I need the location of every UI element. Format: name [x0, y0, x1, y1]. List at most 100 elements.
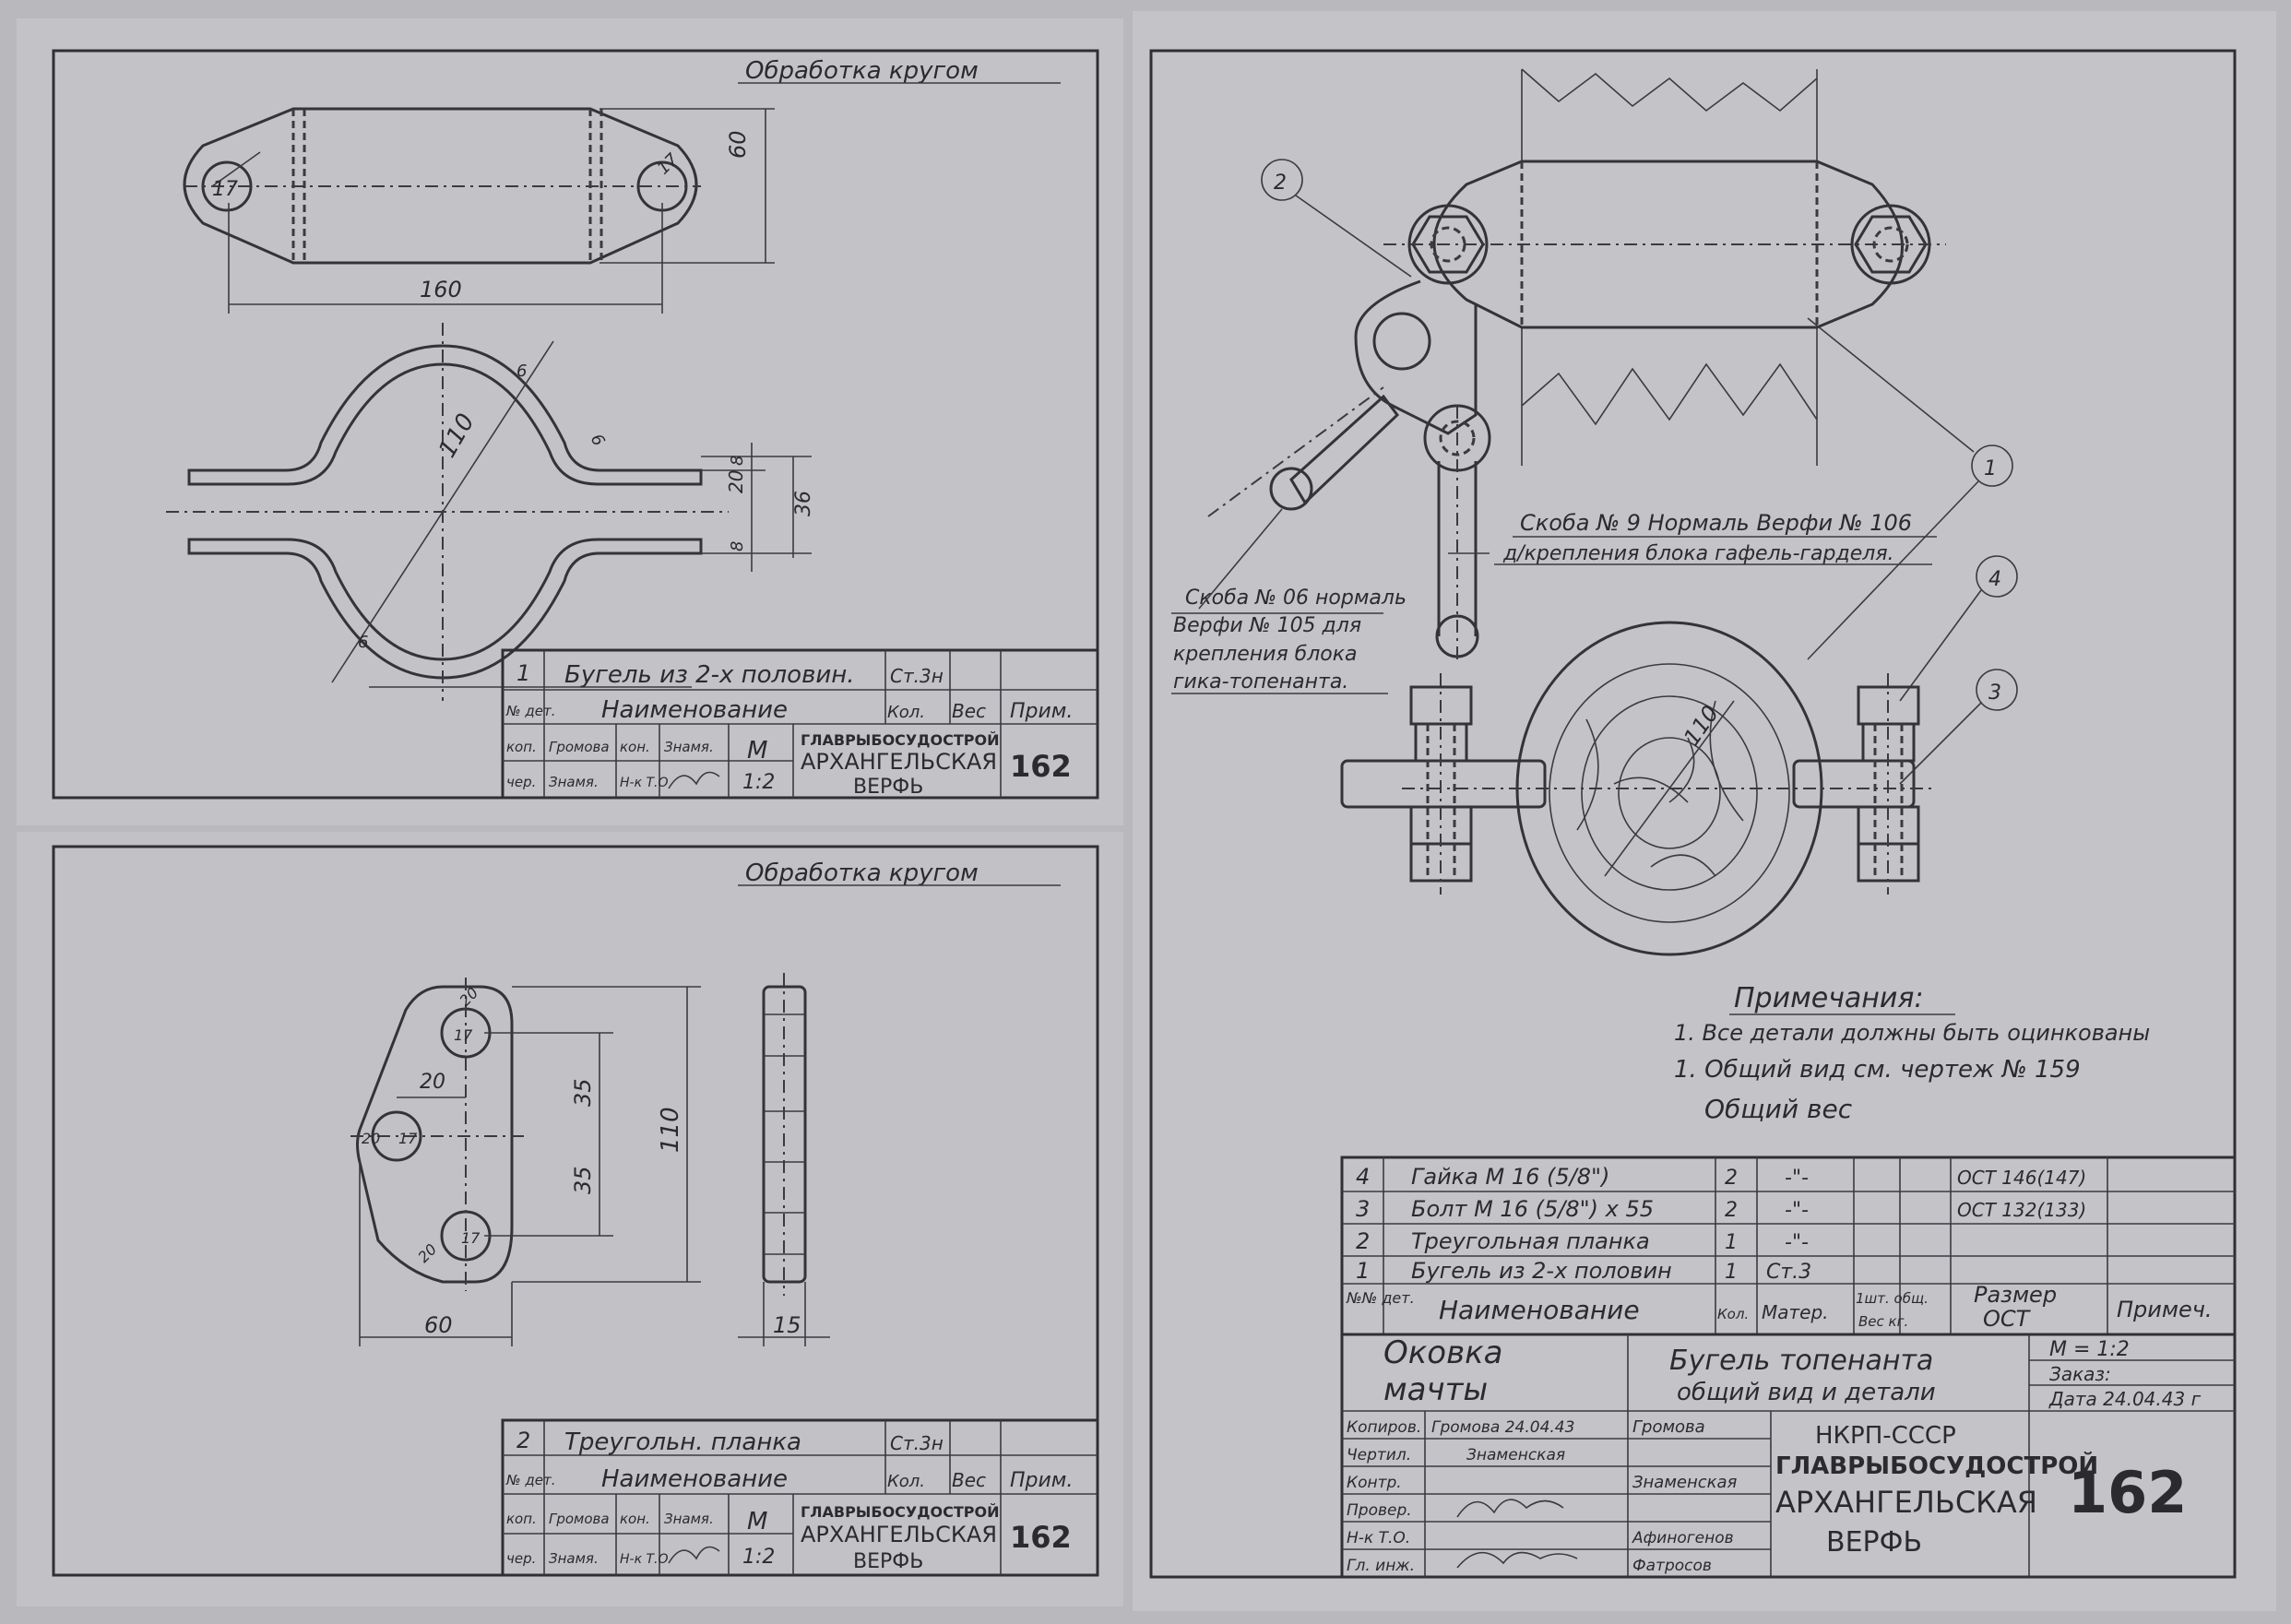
spec-row-4-name: Гайка М 16 (5/8")	[1411, 1164, 1609, 1190]
dim-plate-a: 35	[570, 1078, 596, 1107]
label-shackle6-a: Скоба № 06 нормаль	[1185, 587, 1407, 610]
label-shackle6-b: Верфи № 105 для	[1173, 614, 1361, 637]
org-0: НКРП-СССР	[1815, 1422, 1956, 1450]
dim-plate-d2: 20	[362, 1130, 380, 1147]
t1-cher: чер.	[506, 774, 536, 790]
spec-row-3-mat: -"-	[1785, 1199, 1809, 1222]
role-0: Копиров.	[1347, 1418, 1421, 1437]
t2-org1: ГЛАВРЫБОСУДОСТРОЙ	[801, 1503, 999, 1521]
sheet2-title-block: 2 Треугольн. планка Ст.3н № дет. Наимено…	[501, 1418, 1099, 1577]
spec-row-4-std: ОСТ 146(147)	[1957, 1167, 2086, 1189]
mast-break-bottom	[1521, 327, 1818, 466]
spec-row-1-name: Бугель из 2-х половин	[1411, 1258, 1672, 1284]
sign-5-scribble	[1456, 1551, 1578, 1569]
title-date: Дата 24.04.43 г	[2048, 1388, 2202, 1410]
t2-org2: АРХАНГЕЛЬСКАЯ	[801, 1522, 997, 1547]
t1-nk: Н-к Т.О	[620, 776, 669, 790]
callout-1	[1971, 445, 2013, 487]
t1-signature	[668, 771, 720, 789]
spec-head-name: Наименование	[1439, 1295, 1640, 1325]
role-5: Гл. инж.	[1347, 1557, 1415, 1575]
org-3: ВЕРФЬ	[1826, 1526, 1922, 1559]
dim-top-len: 160	[420, 277, 462, 302]
label-shackle9-a: Скоба № 9 Нормаль Верфи № 106	[1520, 510, 1912, 536]
t2-kop: коп.	[506, 1511, 537, 1527]
role-4: Н-к Т.О.	[1347, 1529, 1410, 1547]
main-title-block: Оковка мачты Бугель топенанта общий вид …	[1340, 1333, 2237, 1579]
t1-cher-name: Знамя.	[549, 774, 599, 790]
t1-kop: коп.	[506, 739, 537, 755]
dim-front-s3: 8	[728, 541, 747, 551]
spec-header: №№ дет. Наименование Кол. Матер. 1шт. об…	[1346, 1282, 2213, 1332]
spec-row-1-no: 1	[1356, 1258, 1370, 1284]
role-1: Чертил.	[1347, 1446, 1411, 1464]
spec-row-3-no: 3	[1356, 1196, 1370, 1222]
sheet3-general-view: 2 1 4 3 Скоба № 9 Нормаль Верфи № 106 д/…	[1149, 49, 2237, 1579]
callout-2	[1261, 159, 1303, 201]
dim-front-s4: 36	[792, 491, 815, 516]
spec-head-no: №№ дет.	[1346, 1289, 1415, 1307]
t1-scale-l: М	[747, 737, 767, 765]
t1-h-qty: Кол.	[887, 703, 925, 722]
t2-h-name: Наименование	[601, 1465, 788, 1493]
t2-row-no: 2	[516, 1428, 530, 1453]
spec-head-note: Примеч.	[2117, 1297, 2213, 1322]
sign-0: Громова 24.04.43	[1431, 1418, 1574, 1437]
name-5: Фатросов	[1632, 1557, 1712, 1575]
sheet2-note: Обработка кругом	[745, 859, 979, 887]
spec-row-2-no: 2	[1356, 1228, 1370, 1254]
t1-h-no: № дет.	[505, 703, 555, 719]
callout-3	[1976, 669, 2018, 711]
spec-row-1: 1 Бугель из 2-х половин 1 Ст.3	[1356, 1258, 1811, 1284]
sheet1-note: Обработка кругом	[745, 57, 979, 85]
paper-bottom-left	[17, 832, 1123, 1606]
t2-scale-l: М	[747, 1508, 767, 1535]
t2-h-weight: Вес	[952, 1469, 986, 1491]
dim-front-t1: 6	[516, 362, 527, 381]
t2-chk-name: Знамя.	[664, 1511, 714, 1527]
t2-signature	[668, 1546, 720, 1564]
t1-chk: кон.	[620, 739, 650, 755]
dim-plate-b: 35	[570, 1166, 596, 1194]
spec-row-1-mat: Ст.3	[1766, 1261, 1811, 1284]
t2-scale-v: 1:2	[742, 1546, 775, 1569]
dim-plate-th: 15	[773, 1312, 801, 1338]
t1-kop-name: Громова	[549, 739, 610, 755]
spec-row-2-name: Треугольная планка	[1411, 1228, 1650, 1254]
t1-scale-v: 1:2	[742, 771, 775, 794]
dim-plate-h2: 17	[398, 1130, 418, 1147]
sheet1-title-block: 1 Бугель из 2-х половин. Ст.3н № дет. На…	[501, 648, 1099, 800]
note-1: 1. Все детали должны быть оцинкованы	[1674, 1020, 2150, 1046]
dim-plate-w1: 20	[420, 1071, 445, 1094]
t2-h-qty: Кол.	[887, 1472, 925, 1491]
spec-row-3: 3 Болт М 16 (5/8") х 55 2 -"- ОСТ 132(13…	[1356, 1196, 2086, 1222]
t1-h-note: Прим.	[1010, 700, 1073, 723]
callout-4	[1976, 555, 2018, 598]
t2-org3: ВЕРФЬ	[853, 1550, 923, 1573]
org-2: АРХАНГЕЛЬСКАЯ	[1775, 1485, 2037, 1520]
t2-num: 162	[1010, 1520, 1072, 1555]
spec-head-std1: Размер	[1974, 1282, 2057, 1308]
t1-h-weight: Вес	[952, 700, 986, 722]
dim-front-t2: 6	[358, 633, 368, 652]
total-weight: Общий вес	[1704, 1094, 1853, 1124]
spec-head-qty: Кол.	[1717, 1306, 1749, 1322]
sign-1: Знаменская	[1466, 1446, 1565, 1464]
roles-column: Копиров. Чертил. Контр. Провер. Н-к Т.О.…	[1347, 1418, 1421, 1575]
dim-top-d1: 17	[212, 178, 238, 201]
spec-row-2: 2 Треугольная планка 1 -"-	[1356, 1228, 1809, 1254]
t1-row-name: Бугель из 2-х половин.	[564, 661, 855, 689]
t2-kop-name: Громова	[549, 1511, 610, 1527]
t1-num: 162	[1010, 749, 1072, 784]
dim-plate-h3: 17	[461, 1229, 481, 1247]
note-2: 1. Общий вид см. чертеж № 159	[1674, 1056, 2081, 1084]
signatures-column: Громова 24.04.43 Знаменская	[1431, 1418, 1578, 1569]
assembly-top-view	[1207, 68, 1946, 664]
plate-side-view: 15	[738, 973, 830, 1346]
title-order: Заказ:	[2049, 1363, 2111, 1385]
t2-h-no: № дет.	[505, 1472, 555, 1488]
notes-title: Примечания:	[1734, 982, 1924, 1014]
dim-front-s2: 8	[728, 456, 747, 466]
t1-row-no: 1	[516, 660, 530, 686]
